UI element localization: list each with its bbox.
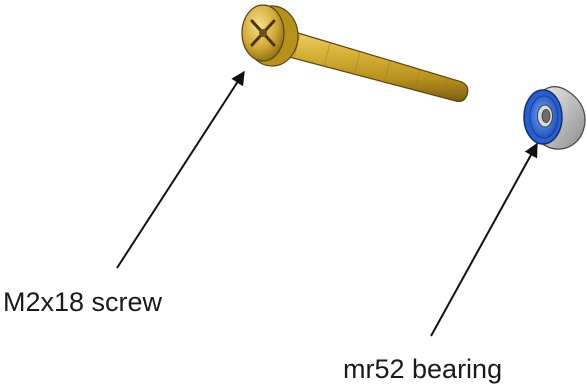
bearing-bore <box>541 109 551 123</box>
screw-thread-lines <box>293 33 449 99</box>
phillips-center <box>259 29 267 37</box>
screw-label: M2x18 screw <box>3 287 163 317</box>
bearing-leader-arrow <box>430 142 538 337</box>
screw-icon <box>241 4 469 102</box>
bearing-icon <box>523 86 586 150</box>
screw-leader-arrow <box>116 70 245 269</box>
bearing-label: mr52 bearing <box>343 354 502 384</box>
screw-shaft <box>269 26 469 102</box>
